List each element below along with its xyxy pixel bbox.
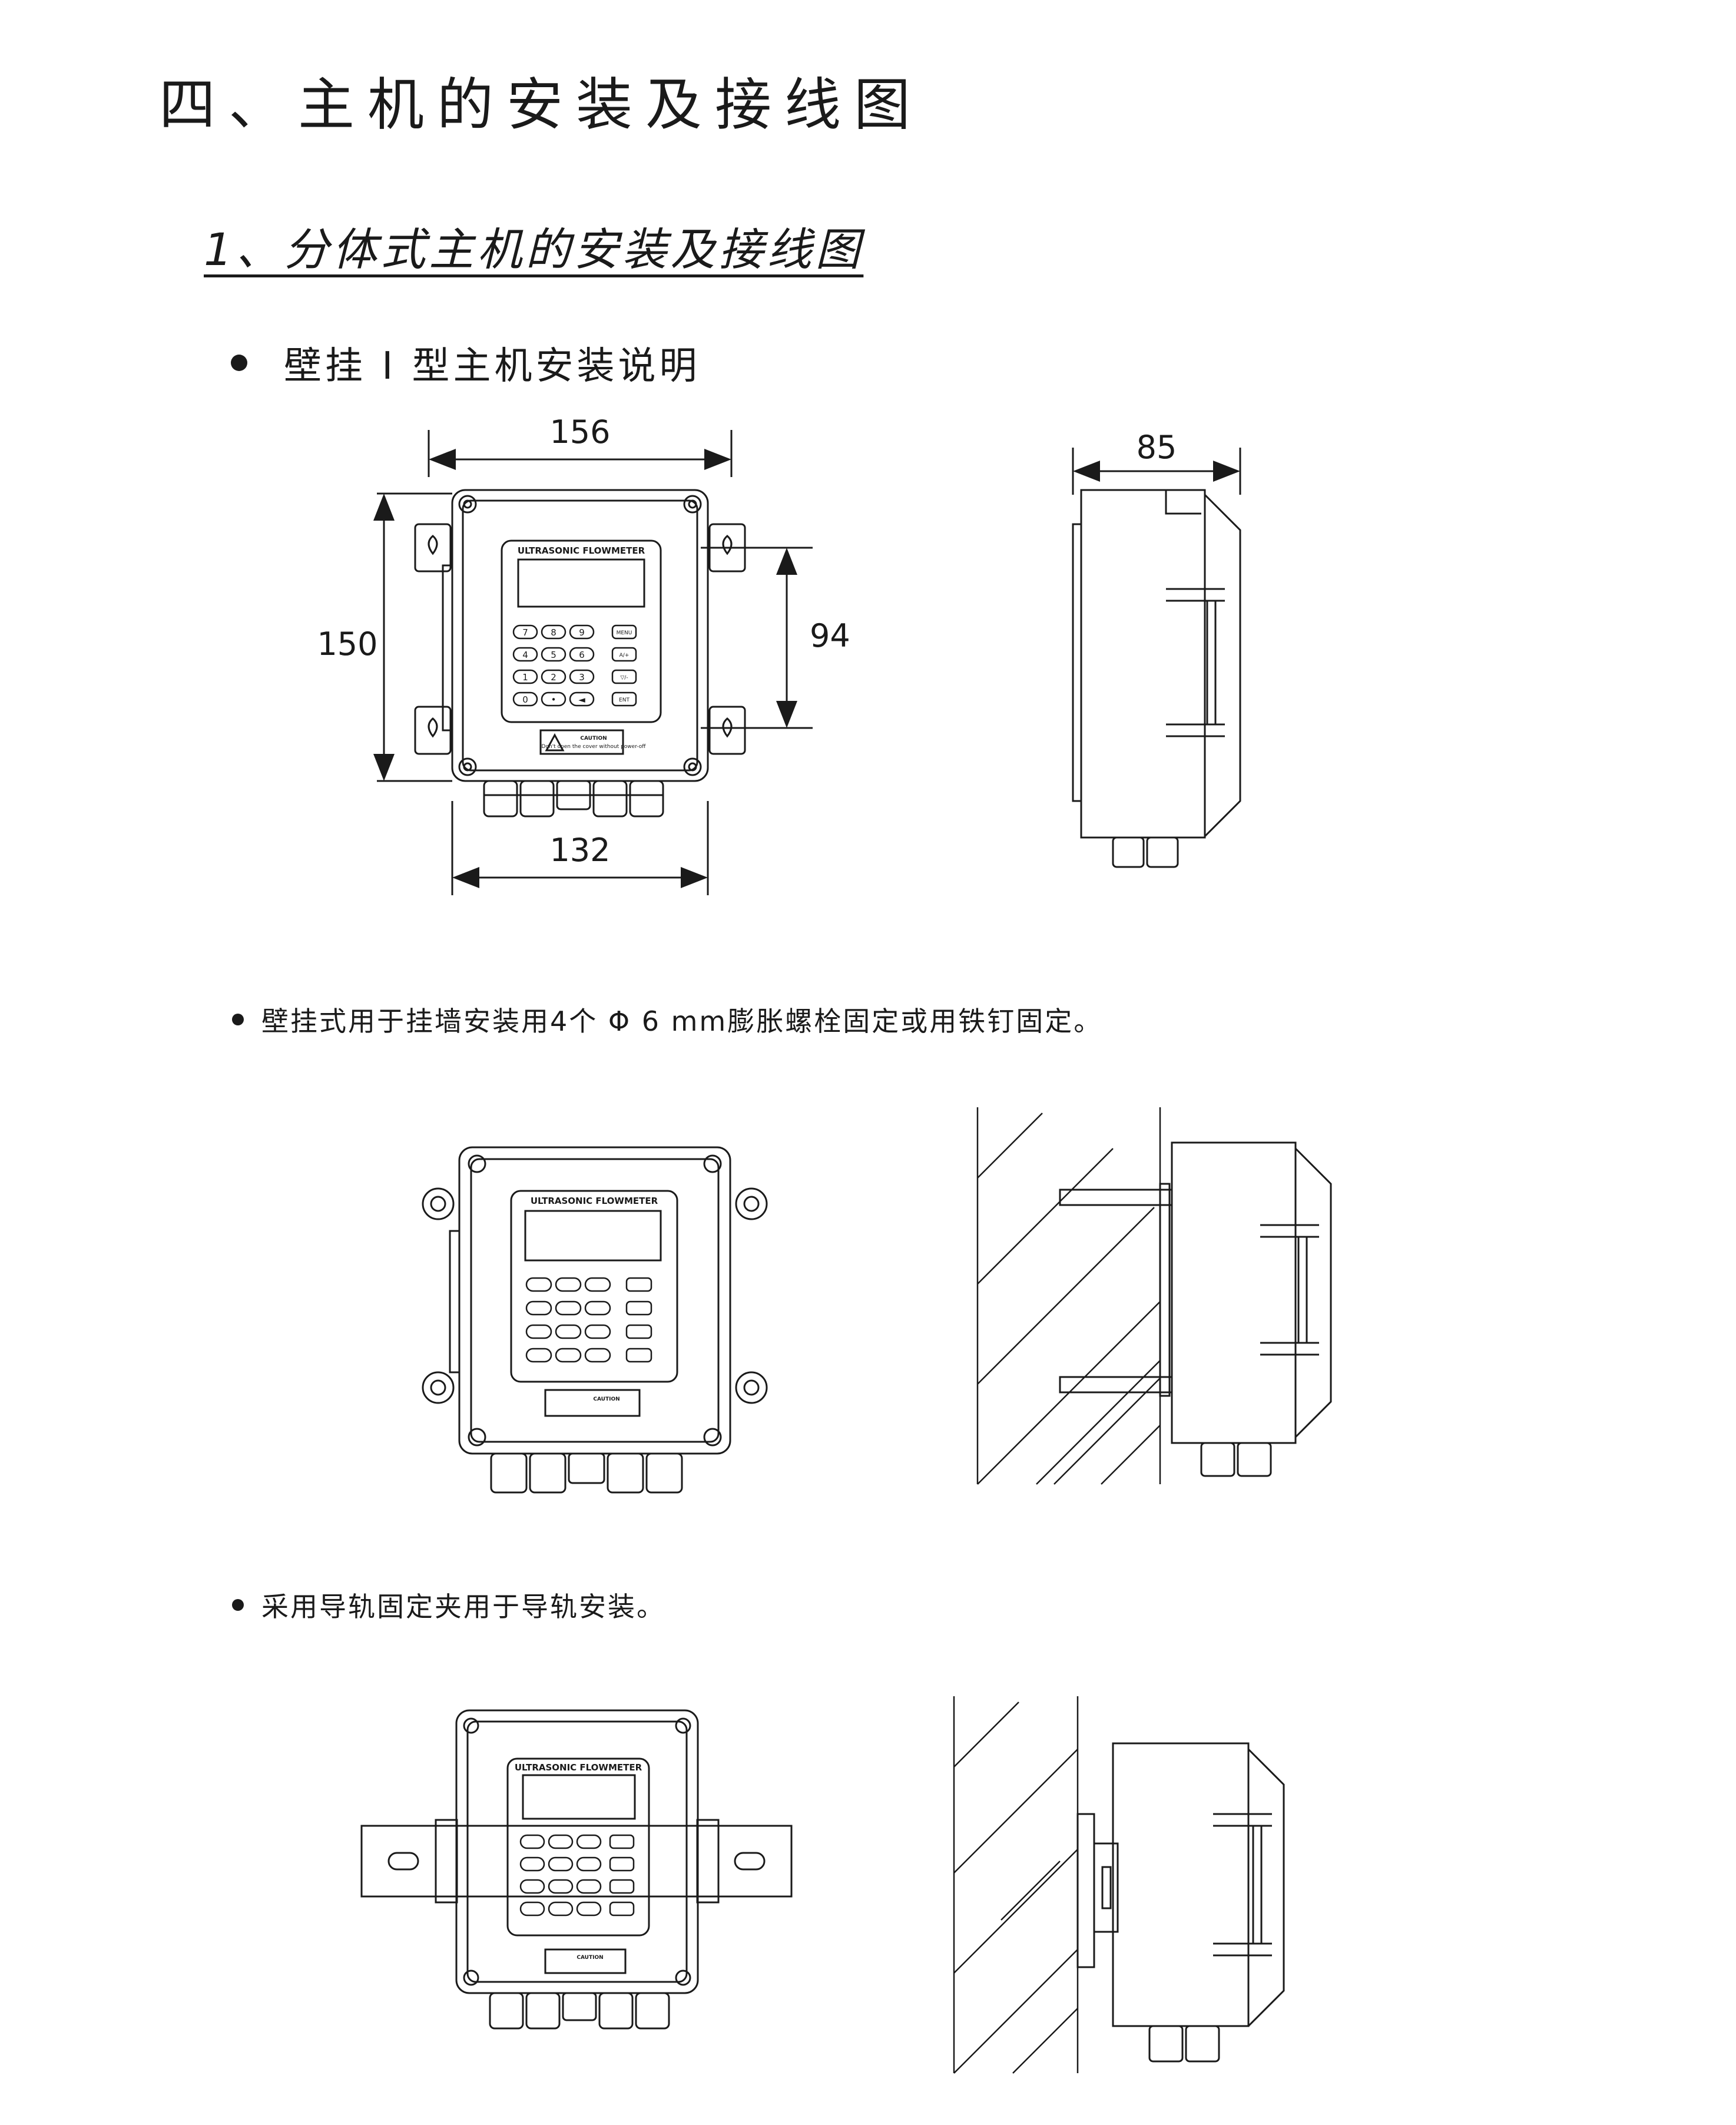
key-label: 3 <box>579 672 585 683</box>
key-label: 0 <box>522 694 528 705</box>
dim-keypad-height: 94 <box>810 617 850 654</box>
wall-mount-side-view <box>976 1107 1332 1485</box>
panel-label: ULTRASONIC FLOWMETER <box>518 545 645 556</box>
dim-bottom-width: 132 <box>549 832 610 869</box>
panel-label: ULTRASONIC FLOWMETER <box>515 1762 642 1773</box>
bullet-wall-mount: 壁挂式用于挂墙安装用4个 Φ 6 mm膨胀螺栓固定或用铁钉固定。 <box>232 1000 1102 1039</box>
bullet-text: 壁挂 I 型主机安装说明 <box>284 345 701 388</box>
bullet-icon <box>232 1014 244 1025</box>
key-label: ENT <box>619 697 630 703</box>
key-label: 7 <box>522 627 528 638</box>
bullet-icon <box>232 1599 244 1611</box>
rail-mount-side-view <box>953 1696 1285 2074</box>
key-label: • <box>551 694 556 705</box>
rail-mount-front-view: ULTRASONIC FLOWMETER CAUTION <box>360 1709 793 2030</box>
dimension-side-view: 85 <box>1072 429 1241 868</box>
bullet-rail-mount: 采用导轨固定夹用于导轨安装。 <box>232 1586 665 1624</box>
caution-title: CAUTION <box>577 1955 603 1961</box>
bullet-text: 壁挂式用于挂墙安装用4个 Φ 6 mm膨胀螺栓固定或用铁钉固定。 <box>261 1005 1103 1037</box>
key-label: 6 <box>579 650 585 660</box>
panel-label: ULTRASONIC FLOWMETER <box>531 1196 658 1206</box>
key-label: ◄ <box>578 694 585 705</box>
key-label: 1 <box>522 672 528 683</box>
wall-mount-front-view: ULTRASONIC FLOWMETER CAUTION <box>422 1146 768 1494</box>
key-label: A/+ <box>619 653 630 658</box>
key-label: MENU <box>617 630 632 636</box>
caution-text: Don't open the cover without power-off <box>542 744 647 750</box>
key-label: 8 <box>551 627 556 638</box>
dim-width: 156 <box>549 413 610 451</box>
bullet-wall-type: 壁挂 I 型主机安装说明 <box>231 336 701 390</box>
dimension-front-view: 7 8 9 MENU 4 5 6 A/+ 1 2 3 ▽/- 0 • ◄ ENT… <box>317 413 850 895</box>
dim-depth: 85 <box>1137 429 1177 466</box>
caution-title: CAUTION <box>593 1396 619 1402</box>
dim-height: 150 <box>317 625 377 663</box>
section-subtitle: 1、分体式主机的安装及接线图 <box>204 223 864 276</box>
bullet-icon <box>231 355 247 371</box>
caution-title: CAUTION <box>580 736 607 742</box>
key-label: 2 <box>551 672 556 683</box>
page-title: 四、主机的安装及接线图 <box>159 72 923 138</box>
key-label: ▽/- <box>620 675 628 681</box>
key-label: 9 <box>579 627 585 638</box>
key-label: 5 <box>551 650 556 660</box>
key-label: 4 <box>522 650 528 660</box>
bullet-text: 采用导轨固定夹用于导轨安装。 <box>261 1591 665 1623</box>
